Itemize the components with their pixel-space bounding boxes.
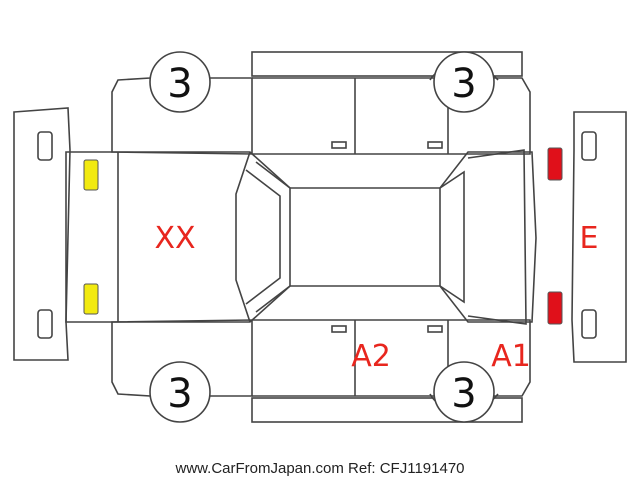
wheel-rear-right-circle — [149, 51, 211, 113]
wheel-rear-left-circle — [149, 361, 211, 423]
damage-mark-hood: XX — [154, 221, 195, 256]
rear-bumper — [571, 111, 627, 363]
reference-footer: www.CarFromJapan.com Ref: CFJ1191470 — [175, 460, 465, 477]
front-left-light — [83, 283, 99, 315]
front-right-light — [83, 159, 99, 191]
front-bumper — [13, 107, 71, 361]
wheel-grade-rear-left: 3 — [167, 371, 192, 417]
wheel-grade-rear-right: 3 — [167, 61, 192, 107]
rear-left-light — [547, 291, 563, 325]
wheel-grade-front-right: 3 — [451, 61, 476, 107]
rear-right-light — [547, 147, 563, 181]
wheel-front-left-circle — [433, 361, 495, 423]
damage-mark-rear-left-door: A2 — [351, 339, 391, 374]
wheel-grade-front-left: 3 — [451, 371, 476, 417]
top-view-body — [65, 149, 537, 325]
damage-mark-rear: E — [580, 221, 599, 256]
damage-mark-front-left-door: A1 — [491, 339, 531, 374]
wheel-front-right-circle — [433, 51, 495, 113]
